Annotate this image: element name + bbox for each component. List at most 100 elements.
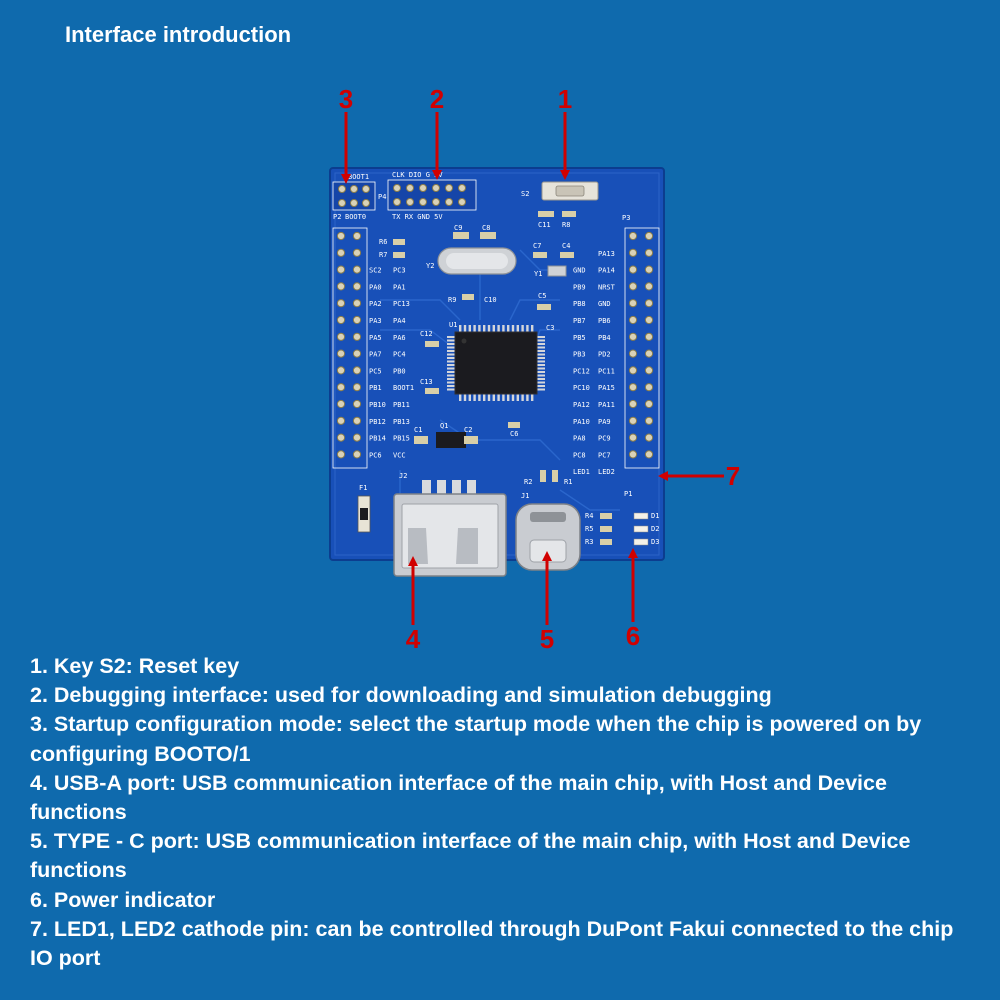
left-header-pin — [336, 349, 346, 358]
left-pin-label: PA7 — [369, 351, 382, 359]
mcu-pin — [447, 346, 455, 349]
silk-c4: C4 — [562, 242, 570, 250]
callout-4: 4 — [406, 624, 421, 654]
description-item-7: 7. LED1, LED2 cathode pin: can be contro… — [30, 916, 954, 971]
mcu-pin — [487, 393, 491, 401]
right-header-outline — [624, 227, 660, 469]
right-pin-label: PC11 — [598, 367, 615, 375]
mcu-pin — [537, 339, 545, 342]
description-item-2: 2. Debugging interface: used for downloa… — [30, 683, 772, 708]
mcu-pin — [447, 343, 455, 345]
right-header-pin — [644, 383, 654, 392]
mcu-pin — [537, 388, 545, 391]
right-inner-pin-label: PA12 — [573, 401, 590, 409]
right-pin-label: PA13 — [598, 250, 615, 258]
silk-y2: Y2 — [426, 262, 434, 270]
silk-c13: C13 — [420, 378, 433, 386]
silk-r2: R2 — [524, 478, 532, 486]
left-pin-label: PB14 — [369, 435, 386, 443]
right-header-pin — [644, 248, 654, 257]
silk-c2: C2 — [464, 426, 472, 434]
led-resistor — [600, 526, 612, 532]
mcu-pin — [537, 353, 545, 356]
left-header-pin — [352, 433, 362, 442]
left-inner-pin-label: PC3 — [393, 267, 406, 275]
mcu-pin — [447, 360, 455, 363]
mcu-pin — [447, 381, 455, 384]
mcu-pin — [531, 325, 534, 333]
mcu-pin — [537, 357, 545, 359]
right-inner-pin-label: PB9 — [573, 283, 586, 291]
right-header-pin — [644, 282, 654, 291]
left-header-pin — [336, 450, 346, 459]
silk-led-resistor: R5 — [585, 525, 593, 533]
left-header-pin — [352, 315, 362, 325]
right-header-pin — [628, 265, 638, 274]
mcu-pin — [447, 353, 455, 356]
mcu-pin — [492, 393, 495, 401]
mcu-pin — [473, 393, 476, 401]
mcu-pin — [483, 393, 486, 401]
right-pin-label: NRST — [598, 283, 616, 291]
board-figure: BOOT1 BOOT0 P2 CLK DIO G 5V TX RX GND 5V… — [329, 84, 740, 654]
right-inner-pin-label: LED1 — [573, 468, 590, 476]
mcu-pin — [468, 325, 471, 333]
left-header-pin — [336, 265, 346, 274]
mcu-pin — [502, 393, 505, 401]
right-header-pin — [628, 416, 638, 425]
left-header-outline — [332, 227, 368, 469]
left-header-pin — [336, 366, 346, 375]
left-pin-label: SC2 — [369, 267, 382, 275]
mcu-pin — [463, 325, 467, 333]
left-header-pin — [352, 416, 362, 425]
left-inner-pin-label: PC13 — [393, 300, 410, 308]
callout-6: 6 — [626, 621, 640, 651]
left-header-pin — [336, 231, 346, 241]
callout-2: 2 — [430, 84, 444, 114]
mcu-pin — [447, 364, 455, 366]
right-header-pin — [644, 433, 654, 442]
mcu-pin — [487, 325, 491, 333]
description-list: 1. Key S2: Reset key 2. Debugging interf… — [30, 652, 970, 973]
right-header-pin — [628, 248, 638, 257]
mcu-pin — [526, 393, 529, 401]
led-resistor — [600, 513, 612, 519]
left-header-pin — [352, 299, 362, 308]
silk-debug-top: CLK DIO G 5V — [392, 171, 443, 179]
right-inner-pin-label: PB5 — [573, 334, 586, 342]
mcu-pin — [537, 364, 545, 366]
right-pin-label: PC9 — [598, 435, 611, 443]
right-inner-pin-labels: GNDPB9PB8PB7PB5PB3PC12PC10PA12PA10PA8PC8… — [573, 267, 590, 477]
usb-a-port — [393, 480, 507, 577]
mcu-pin — [521, 393, 524, 401]
left-header-pin — [336, 433, 346, 442]
mcu-pin — [537, 385, 545, 387]
right-pin-label: PC7 — [598, 451, 611, 459]
description-item-4: 4. USB-A port: USB communication interfa… — [30, 770, 887, 825]
mcu-pin — [537, 374, 545, 377]
left-pin-label: PC6 — [369, 451, 382, 459]
mcu-pin — [507, 393, 510, 401]
right-header-pin — [628, 366, 638, 375]
right-header-pin — [628, 433, 638, 442]
mcu-pin — [516, 325, 519, 333]
mcu-pin — [537, 346, 545, 349]
description-item-6: 6. Power indicator — [30, 887, 216, 912]
mcu-pin — [483, 325, 486, 333]
mcu-pin — [478, 393, 481, 401]
callout-7: 7 — [726, 461, 740, 491]
silk-r7: R7 — [379, 251, 387, 259]
mcu-pin — [447, 378, 455, 380]
mcu-chip — [454, 331, 538, 395]
silk-c8: C8 — [482, 224, 490, 232]
mcu-pin — [537, 343, 545, 345]
mcu-pin — [459, 393, 462, 401]
left-header-pin — [352, 231, 362, 241]
mcu-pin — [537, 350, 545, 352]
silk-boot1: BOOT1 — [348, 173, 369, 181]
right-header-pin — [644, 399, 654, 409]
mcu-pin — [447, 385, 455, 387]
mcu-pin — [516, 393, 519, 401]
right-inner-pin-label: PC12 — [573, 367, 590, 375]
